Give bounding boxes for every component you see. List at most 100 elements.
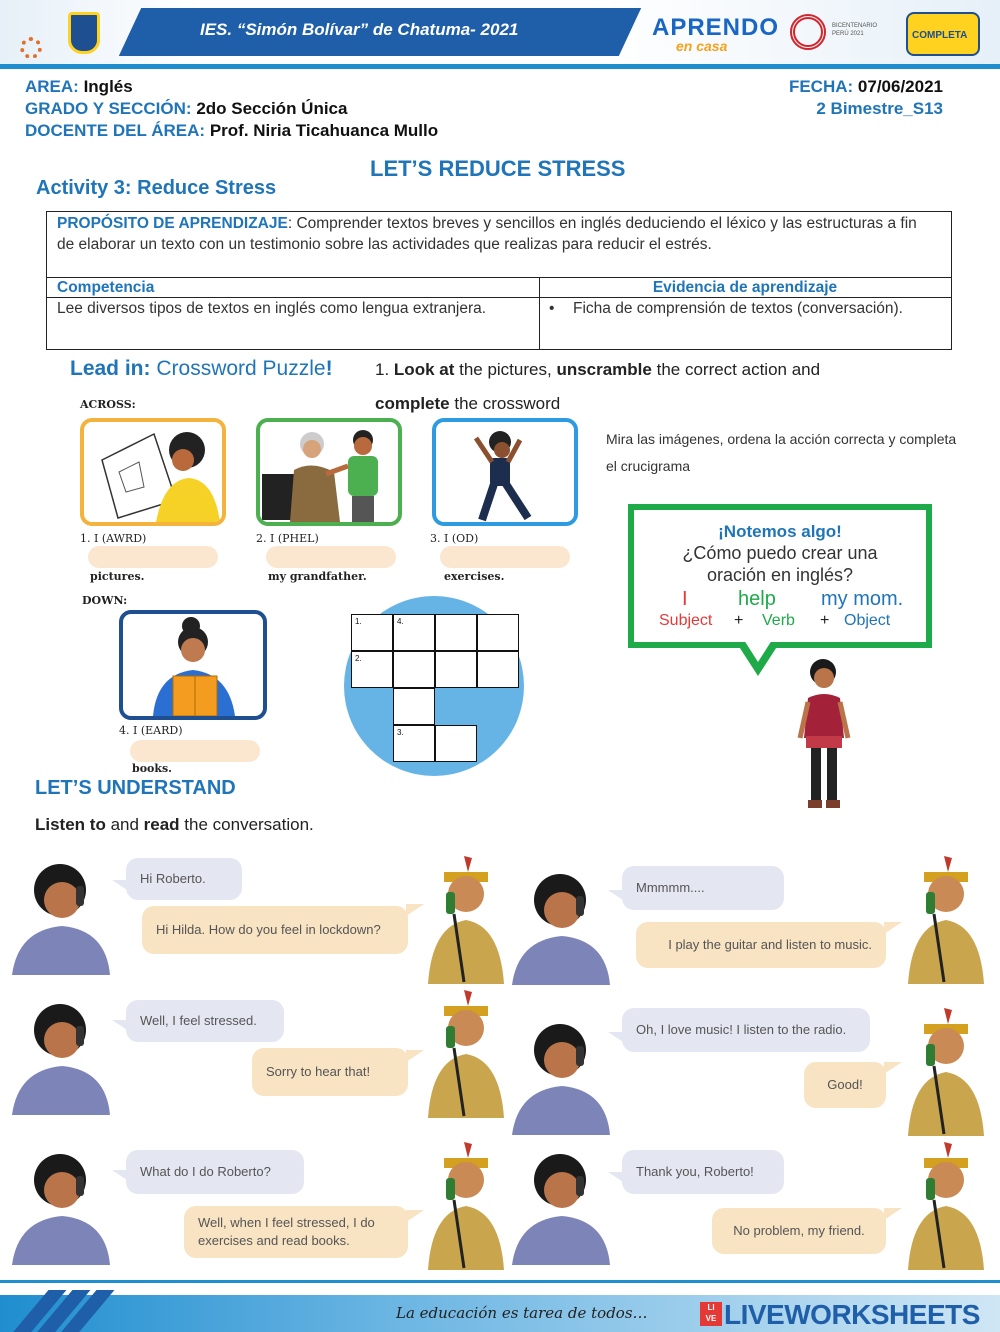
bubble-tail [406, 1050, 424, 1062]
roberto-phone-icon [428, 1142, 504, 1270]
listen-instruction: Listen to and read the conversation. [35, 815, 314, 834]
info-right: FECHA: 07/06/2021 2 Bimestre_S13 [700, 76, 943, 120]
cell-number: 3. [397, 728, 404, 737]
bubble-tail [884, 922, 902, 934]
example-subject: I [682, 588, 688, 610]
area-line: AREA: Inglés [25, 77, 133, 96]
roberto-phone-icon [908, 1142, 984, 1270]
crossword-cell[interactable] [477, 651, 519, 688]
answer-field-3[interactable] [440, 546, 570, 568]
aprendo-logo-subtitle: en casa [676, 38, 728, 54]
bubble-tail [884, 1062, 902, 1074]
down-label: DOWN: [82, 594, 128, 607]
bubble-tail-inner [744, 640, 772, 662]
clue-suffix: books. [132, 762, 173, 775]
page-title: LET’S REDUCE STRESS [370, 156, 626, 181]
cell-number: 4. [397, 617, 404, 626]
table-divider [47, 297, 951, 298]
hilda-phone-icon [12, 1004, 110, 1115]
notice-line: ¿Cómo puedo crear una [682, 543, 878, 563]
clue-suffix: exercises. [444, 570, 505, 583]
header-divider [0, 64, 1000, 69]
answer-field-1[interactable] [88, 546, 218, 568]
cell-number: 2. [355, 654, 362, 663]
bimestre: 2 Bimestre_S13 [816, 99, 943, 118]
clue-label: 2. I (PHEL) [256, 532, 319, 545]
label-subject: Subject [659, 612, 713, 629]
conversation-area: Hi Roberto. Hi Hilda. How do you feel in… [0, 850, 1000, 1275]
example-object: my mom. [821, 588, 904, 610]
crossword-cell[interactable]: 3. [393, 725, 435, 762]
header-title: IES. “Simón Bolívar” de Chatuma- 2021 [200, 20, 519, 39]
liveworksheets-badge: LI VE [700, 1302, 722, 1326]
crossword-cell[interactable] [393, 651, 435, 688]
table-divider [539, 277, 540, 350]
crossword-cell[interactable]: 2. [351, 651, 393, 688]
understand-title: LET’S UNDERSTAND [35, 777, 236, 799]
bubble-tail [406, 904, 424, 916]
spanish-instructions: Mira las imágenes, ordena la acción corr… [606, 431, 957, 474]
footer-divider [0, 1280, 1000, 1283]
roberto-message: Well, when I feel stressed, I do exercis… [184, 1206, 408, 1258]
fecha-line: FECHA: 07/06/2021 [788, 77, 943, 96]
purpose-table: PROPÓSITO DE APRENDIZAJE: Comprender tex… [46, 211, 952, 350]
crossword-cell[interactable] [435, 614, 477, 651]
across-label: ACROSS: [80, 398, 136, 411]
bubble-tail [112, 880, 130, 892]
hilda-message: Hi Roberto. [126, 858, 242, 900]
ring-logo-icon [20, 37, 42, 59]
bubble-tail [608, 890, 626, 902]
crossword-cell[interactable]: 4. [393, 614, 435, 651]
plus-sign: + [820, 612, 830, 629]
roberto-message: Hi Hilda. How do you feel in lockdown? [142, 906, 408, 954]
roberto-phone-icon [908, 856, 984, 984]
hilda-phone-icon [512, 874, 610, 985]
picture-read [119, 610, 267, 720]
roberto-message: Good! [804, 1062, 886, 1108]
hilda-message: Oh, I love music! I listen to the radio. [622, 1008, 870, 1052]
hilda-phone-icon [12, 864, 110, 975]
hilda-phone-icon [12, 1154, 110, 1265]
picture-exercise [432, 418, 578, 526]
roberto-phone-icon [428, 990, 504, 1118]
girl-figure-icon [797, 659, 851, 808]
roberto-message: No problem, my friend. [712, 1208, 886, 1254]
evidencia-cell: • Ficha de comprensión de textos (conver… [549, 298, 939, 319]
picture-draw [80, 418, 226, 526]
bullet: • [549, 300, 555, 317]
bubble-tail [112, 1170, 130, 1182]
cell-number: 1. [355, 617, 362, 626]
roberto-message: I play the guitar and listen to music. [636, 922, 886, 968]
helping-grandfather-icon [262, 430, 378, 522]
clue-label: 4. I (EARD) [119, 724, 183, 737]
bubble-tail [608, 1032, 626, 1044]
liveworksheets-logo[interactable]: LIVEWORKSHEETS [724, 1299, 980, 1330]
answer-field-2[interactable] [266, 546, 396, 568]
hilda-phone-icon [512, 1024, 610, 1135]
info-left: AREA: Inglés GRADO Y SECCIÓN: 2do Secció… [25, 76, 438, 142]
jec-logo [906, 12, 980, 56]
crossword-cell[interactable] [435, 725, 477, 762]
roberto-phone-icon [908, 1008, 984, 1136]
purpose-cell: PROPÓSITO DE APRENDIZAJE: Comprender tex… [57, 215, 917, 253]
notice-line: oración en inglés? [706, 565, 854, 585]
jec-logo-text: COMPLETA [912, 30, 968, 41]
competencia-cell: Lee diversos tipos de textos en inglés c… [57, 300, 487, 317]
badge-top: LI [707, 1303, 715, 1312]
lead-in-instructions: 1. Look at the pictures, unscramble the … [375, 360, 821, 413]
crossword-cell[interactable] [435, 651, 477, 688]
answer-field-4[interactable] [130, 740, 260, 762]
evidencia-header: Evidencia de aprendizaje [652, 279, 838, 296]
bubble-tail [406, 1210, 424, 1222]
notice-bubble: ¡Notemos algo! ¿Cómo puedo crear una ora… [628, 504, 932, 648]
activity-title: Activity 3: Reduce Stress [36, 177, 277, 199]
grado-line: GRADO Y SECCIÓN: 2do Sección Única [25, 99, 348, 118]
picture-help [256, 418, 402, 526]
evidencia-text: Ficha de comprensión de textos (conversa… [573, 300, 903, 317]
crossword-cell[interactable]: 1. [351, 614, 393, 651]
roberto-message: Sorry to hear that! [252, 1048, 408, 1096]
crossword-cell[interactable] [393, 688, 435, 725]
crossword-cell[interactable] [477, 614, 519, 651]
plus-sign: + [734, 612, 744, 629]
clue-label: 3. I (OD) [430, 532, 479, 545]
